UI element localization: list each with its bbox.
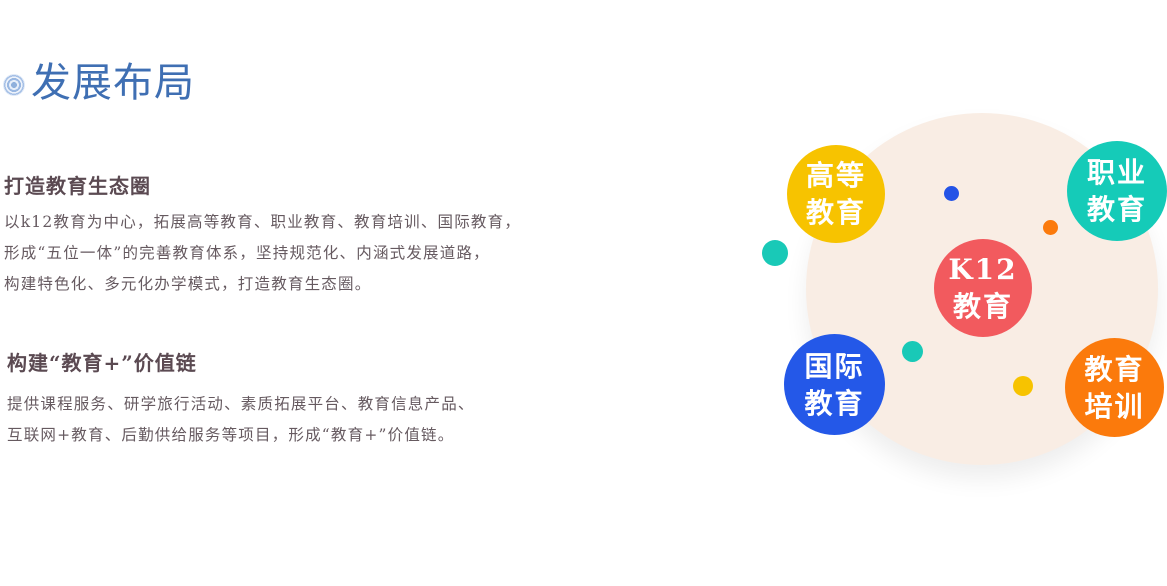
decorative-dot (944, 186, 959, 201)
decorative-dot (1013, 376, 1033, 396)
section-ecosystem-text: 以k12教育为中心，拓展高等教育、职业教育、教育培训、国际教育， 形成“五位一体… (4, 207, 521, 300)
vocational-education-bubble: 职业 教育 (1067, 141, 1167, 241)
k12-education-bubble: K12 教育 (934, 239, 1032, 337)
international-education-label-line2: 教育 (804, 386, 865, 420)
decorative-dot (902, 341, 923, 362)
education-training-label-line1: 教育 (1084, 352, 1145, 386)
section-ecosystem-line: 形成“五位一体”的完善教育体系，坚持规范化、内涵式发展道路， (4, 244, 490, 262)
concentric-circle-icon (3, 74, 25, 96)
vocational-education-label-line1: 职业 (1086, 156, 1147, 189)
international-education-bubble: 国际 教育 (784, 334, 885, 435)
k12-education-label-line2: 教育 (952, 290, 1013, 323)
higher-education-label-line2: 教育 (805, 196, 866, 229)
k12-education-label-line1: K12 (948, 253, 1018, 286)
higher-education-bubble: 高等 教育 (787, 145, 885, 243)
education-training-label-line2: 培训 (1084, 389, 1145, 423)
decorative-dot (1043, 220, 1058, 235)
section-ecosystem-line: 构建特色化、多元化办学模式，打造教育生态圈。 (4, 275, 372, 293)
section-value-chain-text: 提供课程服务、研学旅行活动、素质拓展平台、教育信息产品、 互联网+教育、后勤供给… (7, 389, 475, 451)
page-header: 发展布局 (3, 58, 195, 108)
education-training-bubble: 教育 培训 (1065, 338, 1164, 437)
section-ecosystem-title: 打造教育生态圈 (4, 174, 151, 198)
section-ecosystem-line: 以k12教育为中心，拓展高等教育、职业教育、教育培训、国际教育， (4, 213, 522, 231)
decorative-dot (762, 240, 788, 266)
higher-education-label-line1: 高等 (805, 159, 866, 192)
international-education-label-line1: 国际 (804, 349, 865, 383)
vocational-education-label-line2: 教育 (1086, 193, 1147, 226)
section-value-chain-line: 提供课程服务、研学旅行活动、素质拓展平台、教育信息产品、 (7, 395, 475, 413)
section-value-chain-title: 构建“教育+”价值链 (7, 351, 197, 375)
page-title: 发展布局 (31, 60, 195, 106)
section-value-chain-line: 互联网+教育、后勤供给服务等项目，形成“教育+”价值链。 (7, 426, 455, 444)
